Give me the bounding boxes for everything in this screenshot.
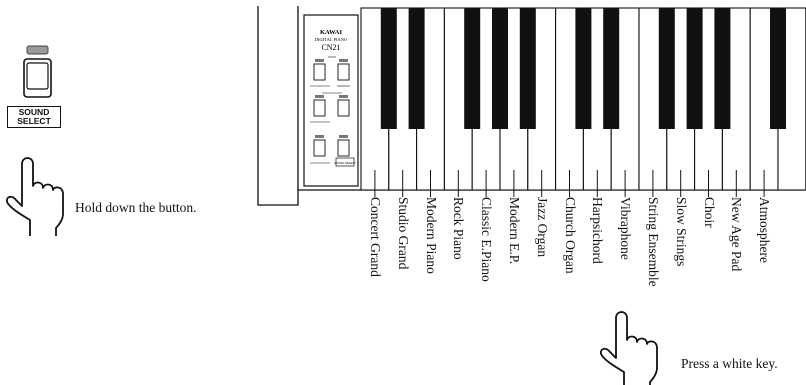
sound-label: Modern E.P.: [506, 197, 522, 265]
sound-label: Rock Piano: [451, 197, 467, 260]
sound-label: Choir: [701, 197, 717, 228]
sound-label: Classic E.Piano: [479, 197, 495, 282]
sound-label: Church Organ: [562, 197, 578, 274]
black-key[interactable]: [492, 8, 508, 129]
black-key[interactable]: [714, 8, 731, 129]
black-key[interactable]: [603, 8, 620, 129]
black-key[interactable]: [380, 8, 397, 129]
sound-select-button-icon: [23, 45, 52, 98]
svg-text:DIGITAL PIANO: DIGITAL PIANO: [315, 37, 348, 42]
black-key[interactable]: [408, 8, 425, 129]
hold-instruction: Hold down the button.: [75, 200, 197, 215]
hand-pointer-icon: [6, 157, 64, 236]
sound-label: Vibraphone: [618, 197, 634, 260]
hand-press-icon: [600, 311, 658, 385]
sound-label: String Ensemble: [645, 197, 661, 287]
svg-text:SOUND SELECT: SOUND SELECT: [334, 161, 356, 165]
black-key[interactable]: [658, 8, 675, 129]
sound-label: Slow Strings: [673, 197, 689, 267]
sound-label: Concert Grand: [367, 197, 383, 277]
sound-select-button-illustration: [0, 0, 80, 135]
keyboard-diagram: KAWAI DIGITAL PIANO CN21 SOUND SELECT: [257, 6, 806, 206]
black-key[interactable]: [686, 8, 703, 129]
black-key[interactable]: [519, 8, 536, 129]
sound-label: New Age Pad: [729, 197, 745, 272]
sound-label: Atmosphere: [757, 197, 773, 263]
sound-label: Modern Piano: [423, 197, 439, 274]
sound-label: Jazz Organ: [534, 197, 550, 258]
svg-text:KAWAI: KAWAI: [320, 29, 343, 36]
black-key[interactable]: [575, 8, 592, 129]
sound-select-label: SOUND SELECT: [7, 106, 61, 128]
svg-text:CN21: CN21: [321, 43, 340, 52]
black-key[interactable]: [770, 8, 786, 129]
black-key[interactable]: [464, 8, 481, 129]
sound-label: Harpsichord: [590, 197, 606, 264]
sound-label: Studio Grand: [395, 197, 411, 270]
press-instruction: Press a white key.: [681, 356, 778, 371]
